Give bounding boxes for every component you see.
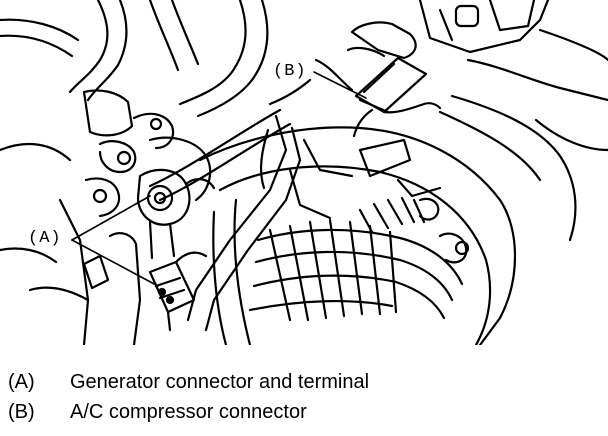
generator-connector [148, 251, 208, 332]
leader-a-lower [71, 239, 159, 287]
legend-row-a: (A) Generator connector and terminal [8, 368, 598, 398]
legend-code: (B) [8, 401, 35, 423]
callout-b-label: (B) [272, 62, 308, 81]
legend-row-b: (B) A/C compressor connector [8, 398, 598, 428]
engine-bay-illustration [0, 0, 608, 345]
legend-description: Generator connector and terminal [70, 371, 370, 393]
upper-hoses [0, 0, 269, 162]
upper-right-block [418, 0, 608, 242]
generator-terminal [136, 168, 216, 260]
left-components [0, 89, 212, 345]
mounting-bracket [148, 108, 302, 332]
generator-housing [198, 126, 517, 345]
legend: (A) Generator connector and terminal (B)… [8, 368, 598, 428]
legend-description: A/C compressor connector [70, 401, 307, 423]
leader-lines [71, 71, 367, 287]
leader-a-upper [71, 195, 151, 241]
leader-b [313, 71, 367, 99]
ac-compressor-connector [268, 21, 442, 138]
legend-code: (A) [8, 371, 35, 393]
callout-a-label: (A) [27, 229, 63, 248]
